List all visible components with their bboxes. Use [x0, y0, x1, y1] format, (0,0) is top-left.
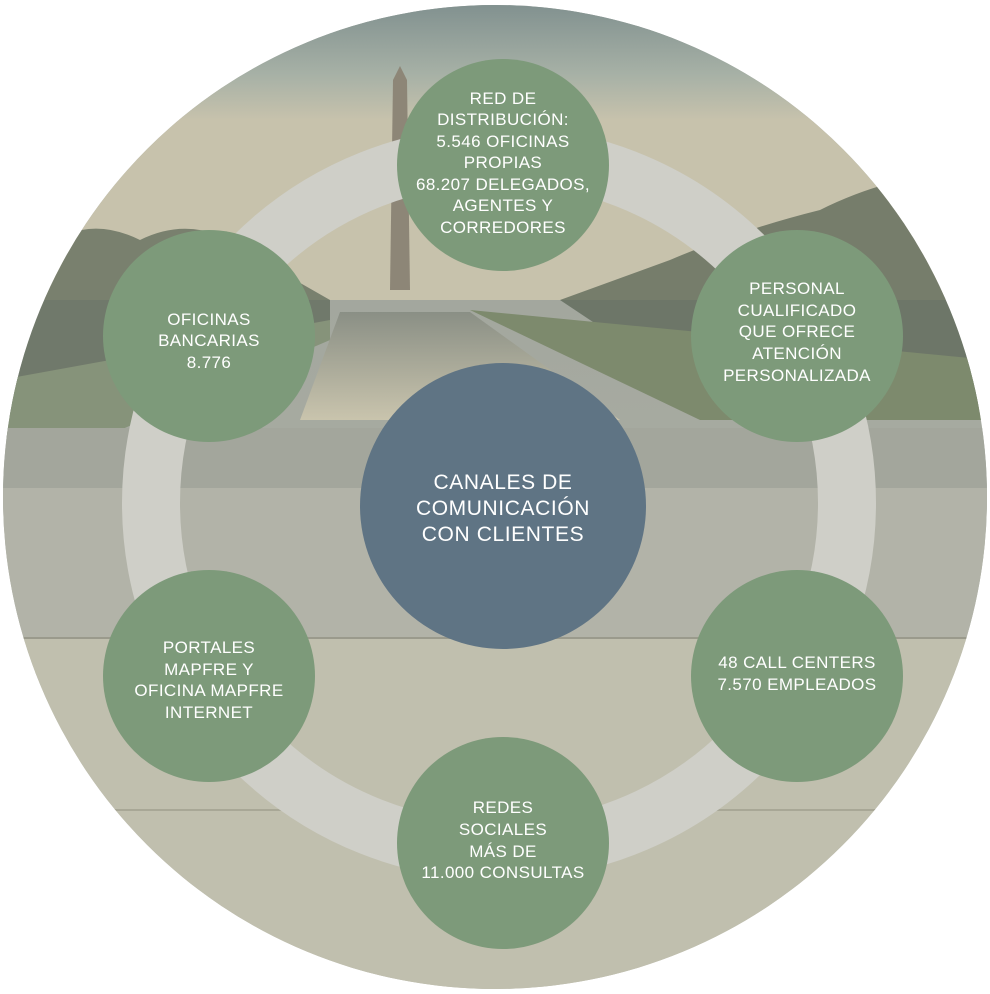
node-circle: [691, 570, 903, 782]
node-circle: [103, 230, 315, 442]
node-text-line: BANCARIAS: [158, 331, 260, 350]
node-text-line: 5.546 OFICINAS: [436, 132, 569, 151]
node-text-line: 68.207 DELEGADOS,: [416, 175, 590, 194]
center-hub: CANALES DE COMUNICACIÓN CON CLIENTES: [360, 363, 646, 649]
center-label-line-3: CON CLIENTES: [422, 523, 584, 546]
node-text-line: OFICINA MAPFRE: [134, 681, 283, 700]
node-text-line: PERSONALIZADA: [723, 366, 871, 385]
center-label-line-2: COMUNICACIÓN: [416, 497, 590, 520]
center-circle: [360, 363, 646, 649]
node-text-line: SOCIALES: [459, 820, 547, 839]
node-text-line: AGENTES Y: [453, 196, 554, 215]
center-label-line-1: CANALES DE: [433, 471, 572, 494]
node-red-distribucion: RED DE DISTRIBUCIÓN: 5.546 OFICINAS PROP…: [397, 59, 609, 271]
node-personal-cualificado: PERSONAL CUALIFICADO QUE OFRECE ATENCIÓN…: [691, 230, 903, 442]
node-text-line: 48 CALL CENTERS: [718, 653, 875, 672]
node-redes-sociales: REDES SOCIALES MÁS DE 11.000 CONSULTAS: [397, 737, 609, 949]
node-text-line: CORREDORES: [440, 218, 566, 237]
node-circle: [103, 570, 315, 782]
node-circle: [691, 230, 903, 442]
node-text-line: 7.570 EMPLEADOS: [717, 675, 876, 694]
node-text-line: DISTRIBUCIÓN:: [437, 110, 569, 129]
node-text-line: CUALIFICADO: [738, 301, 857, 320]
node-text-line: PROPIAS: [464, 153, 542, 172]
node-text-line: 8.776: [187, 353, 232, 372]
node-circle: [397, 737, 609, 949]
node-text-line: MAPFRE Y: [164, 660, 254, 679]
node-text-line: RED DE: [470, 89, 537, 108]
node-text-line: PORTALES: [163, 638, 255, 657]
node-text-line: QUE OFRECE: [739, 322, 855, 341]
node-portales-mapfre: PORTALES MAPFRE Y OFICINA MAPFRE INTERNE…: [103, 570, 315, 782]
node-text-line: 11.000 CONSULTAS: [421, 863, 584, 882]
node-text-line: INTERNET: [165, 703, 253, 722]
node-oficinas-bancarias: OFICINAS BANCARIAS 8.776: [103, 230, 315, 442]
node-call-centers: 48 CALL CENTERS 7.570 EMPLEADOS: [691, 570, 903, 782]
node-text-line: OFICINAS: [167, 310, 251, 329]
node-text-line: MÁS DE: [469, 842, 537, 861]
node-text-line: PERSONAL: [749, 279, 845, 298]
node-text-line: REDES: [473, 798, 534, 817]
node-circle: [397, 59, 609, 271]
node-text-line: ATENCIÓN: [752, 344, 842, 363]
